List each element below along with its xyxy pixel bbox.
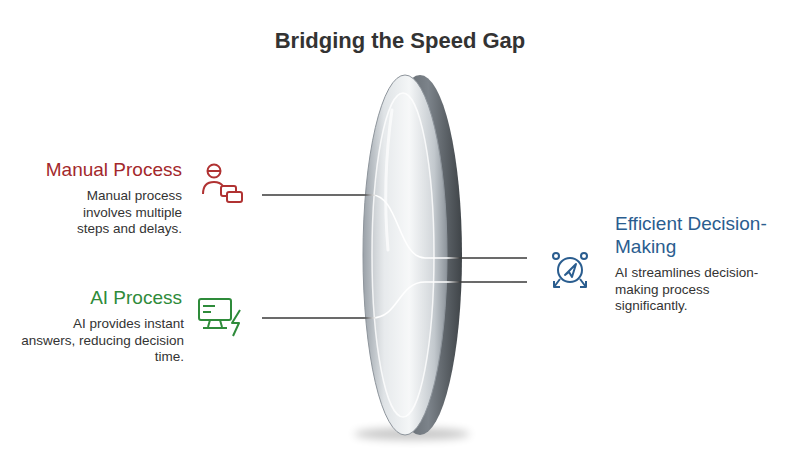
process-box: Manual ProcessManual process involves mu… — [20, 158, 262, 238]
process-box: AI Process AI provides instant answers, r… — [20, 286, 262, 366]
monitor-screen — [199, 299, 231, 320]
person-head — [208, 165, 221, 178]
lens-face — [363, 75, 447, 435]
person-visor — [208, 170, 220, 172]
connector-layer — [262, 195, 527, 318]
monitor-stand — [203, 320, 227, 328]
diagram-title: Bridging the Speed Gap — [0, 28, 800, 54]
direction-arrow — [580, 279, 586, 287]
node-heading: AI Process — [20, 286, 182, 309]
node-description: AI provides instant answers, reducing de… — [20, 316, 184, 366]
outcome-box: Efficient Decision-Making AI streamlines … — [527, 212, 792, 315]
decision-icon — [553, 253, 587, 287]
node-description: Manual process involves multiple steps a… — [54, 188, 182, 238]
node-description: AI streamlines decision-making process s… — [615, 265, 765, 315]
ai-icon — [199, 299, 240, 336]
screen-line — [203, 305, 215, 307]
lens-highlight — [372, 93, 434, 417]
node-dot — [553, 253, 559, 259]
direction-arrow — [554, 279, 560, 287]
document-card — [227, 192, 242, 202]
screen-line — [203, 311, 211, 313]
connector-line — [262, 282, 527, 318]
manual-icon — [203, 165, 242, 203]
lightning-bolt — [232, 310, 240, 336]
compass-needle — [565, 264, 576, 277]
node-heading: Efficient Decision-Making — [615, 212, 785, 258]
node-heading: Manual Process — [20, 158, 182, 181]
node-dot — [581, 253, 587, 259]
compass-ring — [558, 258, 582, 282]
lens-glare — [386, 110, 392, 250]
connector-line — [262, 195, 527, 258]
